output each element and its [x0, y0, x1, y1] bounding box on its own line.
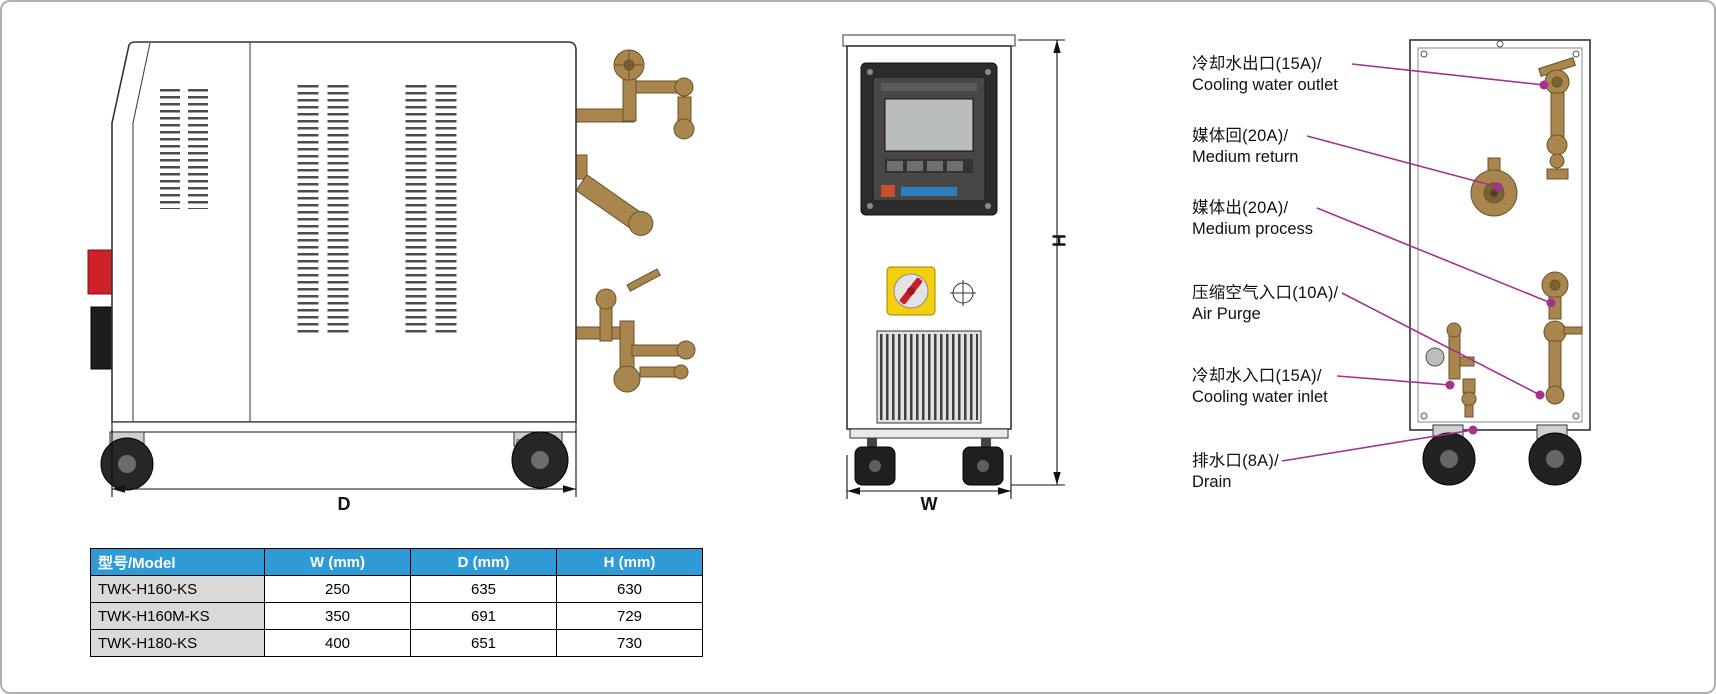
d-cell: 691: [410, 602, 557, 630]
air-purge-label: 压缩空气入口(10A)/ Air Purge: [1192, 283, 1338, 325]
label-zh: 排水口(8A)/: [1192, 452, 1279, 470]
medium-return-label: 媒体回(20A)/ Medium return: [1192, 126, 1298, 168]
dimension-label-w: W: [920, 494, 938, 514]
side-black-component: [90, 306, 113, 370]
side-vents: [160, 85, 457, 333]
side-wheels: [100, 431, 569, 491]
label-zh: 压缩空气入口(10A)/: [1192, 284, 1339, 302]
panel-logo-orange: [881, 185, 895, 197]
panel-logo-blue: [901, 187, 957, 196]
table-header-row: 型号/Model W (mm) D (mm) H (mm): [90, 548, 703, 576]
label-en: Air Purge: [1192, 305, 1261, 323]
side-dimension-d: [111, 429, 577, 497]
front-view-drawing: [842, 34, 1065, 499]
d-cell: 651: [410, 629, 557, 657]
back-wheels: [1422, 424, 1582, 486]
crosshair-symbol-icon: [950, 280, 976, 306]
label-zh: 媒体回(20A)/: [1192, 127, 1289, 145]
side-plumbing: [573, 49, 696, 393]
h-cell: 729: [556, 602, 703, 630]
side-red-component: [87, 249, 113, 295]
front-power-switch[interactable]: [886, 266, 936, 316]
panel-button[interactable]: [887, 161, 903, 171]
label-zh: 冷却水出口(15A)/: [1192, 55, 1322, 73]
dimension-label-d: D: [337, 494, 351, 514]
table-row: TWK-H180-KS 400 651 730: [90, 629, 703, 657]
col-header-w: W (mm): [264, 548, 411, 576]
h-cell: 630: [556, 575, 703, 603]
front-vent-grille: [876, 330, 982, 424]
drain-label: 排水口(8A)/ Drain: [1192, 451, 1279, 493]
label-en: Medium process: [1192, 220, 1314, 238]
panel-button[interactable]: [927, 161, 943, 171]
medium-process-label: 媒体出(20A)/ Medium process: [1192, 198, 1313, 240]
w-cell: 400: [264, 629, 411, 657]
table-row: TWK-H160-KS 250 635 630: [90, 575, 703, 603]
h-cell: 730: [556, 629, 703, 657]
model-cell: TWK-H160M-KS: [90, 602, 265, 630]
front-dimension-h: [1011, 39, 1065, 486]
label-zh: 冷却水入口(15A)/: [1192, 367, 1322, 385]
label-en: Cooling water outlet: [1192, 76, 1338, 94]
panel-display: [884, 98, 974, 152]
model-cell: TWK-H180-KS: [90, 629, 265, 657]
table-row: TWK-H160M-KS 350 691 729: [90, 602, 703, 630]
label-zh: 媒体出(20A)/: [1192, 199, 1289, 217]
dimensions-table: 型号/Model W (mm) D (mm) H (mm) TWK-H160-K…: [90, 548, 703, 657]
front-dimension-w: [846, 455, 1012, 499]
cooling-water-inlet-label: 冷却水入口(15A)/ Cooling water inlet: [1192, 366, 1328, 408]
front-wheels: [854, 438, 1004, 486]
panel-button[interactable]: [947, 161, 963, 171]
panel-button[interactable]: [907, 161, 923, 171]
d-cell: 635: [410, 575, 557, 603]
col-header-d: D (mm): [410, 548, 557, 576]
col-header-model: 型号/Model: [90, 548, 265, 576]
front-control-panel: [860, 62, 998, 216]
label-en: Cooling water inlet: [1192, 388, 1328, 406]
model-cell: TWK-H160-KS: [90, 575, 265, 603]
dimension-label-h: H: [1048, 234, 1069, 247]
cooling-water-outlet-label: 冷却水出口(15A)/ Cooling water outlet: [1192, 54, 1338, 96]
w-cell: 350: [264, 602, 411, 630]
label-en: Drain: [1192, 473, 1232, 491]
label-en: Medium return: [1192, 148, 1299, 166]
col-header-h: H (mm): [556, 548, 703, 576]
panel-brand-strip: [881, 83, 977, 91]
w-cell: 250: [264, 575, 411, 603]
back-view-drawing: [1409, 39, 1591, 486]
side-view-drawing: [87, 41, 696, 497]
